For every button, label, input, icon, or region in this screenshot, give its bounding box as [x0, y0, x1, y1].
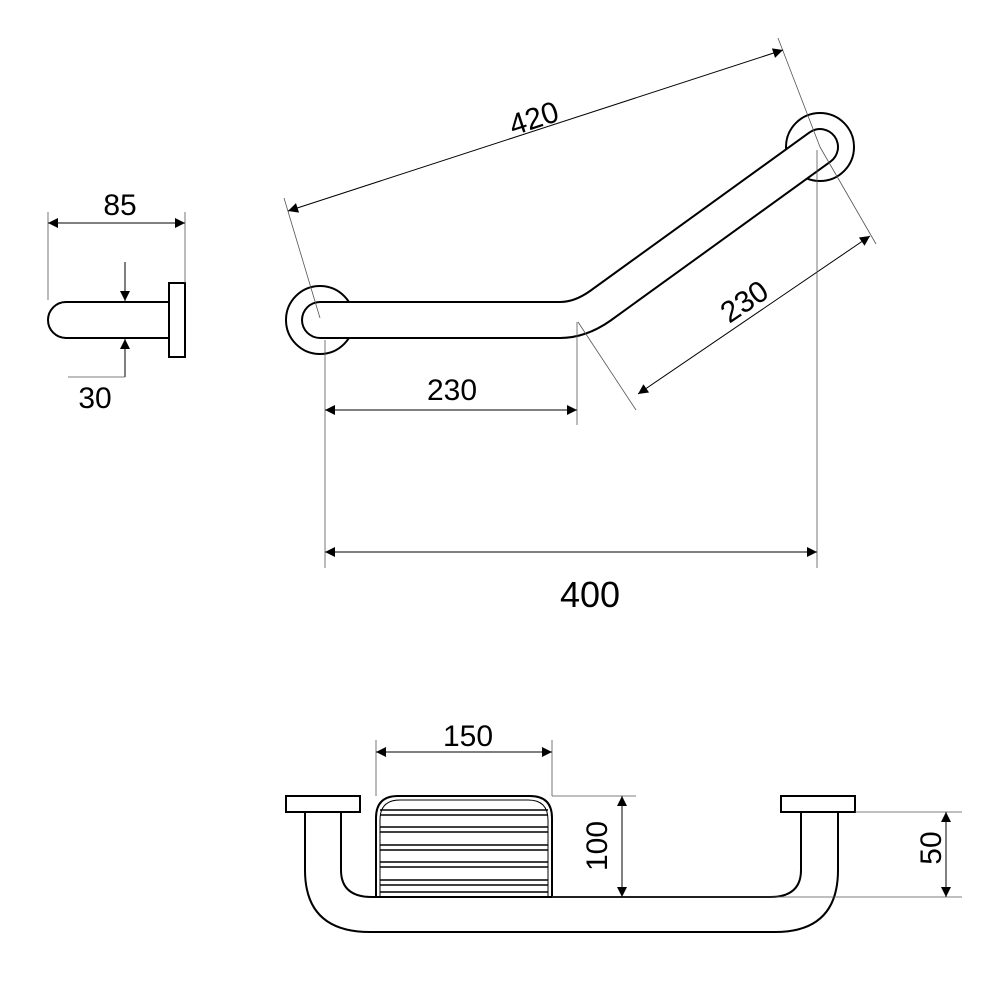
extension-line	[819, 146, 877, 245]
extension-line	[283, 197, 321, 319]
grab-bar-rod	[303, 130, 837, 337]
side-flange	[168, 282, 186, 358]
diameter-label: 30	[78, 382, 111, 415]
projection-label: 50	[915, 831, 948, 864]
width-label: 400	[560, 574, 620, 615]
side-rod	[47, 301, 168, 339]
left-flange	[285, 795, 361, 813]
basket-stripes	[380, 809, 548, 893]
basket-inner-outline	[379, 799, 549, 897]
top-view: 420 230 230 400	[283, 37, 877, 615]
angled-leg-label: 230	[715, 274, 775, 329]
straight-leg-label: 230	[427, 374, 477, 407]
angled-leg-dimension-line	[637, 235, 871, 395]
front-view: 150 100 50	[285, 720, 962, 933]
u-bar-outer	[304, 812, 839, 933]
basket-height-label: 100	[581, 821, 614, 871]
basket	[375, 795, 553, 897]
depth-label: 85	[103, 189, 136, 222]
extension-line	[577, 321, 637, 411]
overall-length-label: 420	[505, 96, 563, 143]
right-rosette	[785, 112, 855, 182]
side-view: 85 30	[47, 189, 186, 415]
overall-length-dimension-line	[287, 48, 784, 213]
basket-outline	[375, 795, 553, 897]
basket-width-label: 150	[443, 720, 493, 753]
extension-line	[777, 37, 821, 148]
right-flange	[780, 795, 856, 813]
